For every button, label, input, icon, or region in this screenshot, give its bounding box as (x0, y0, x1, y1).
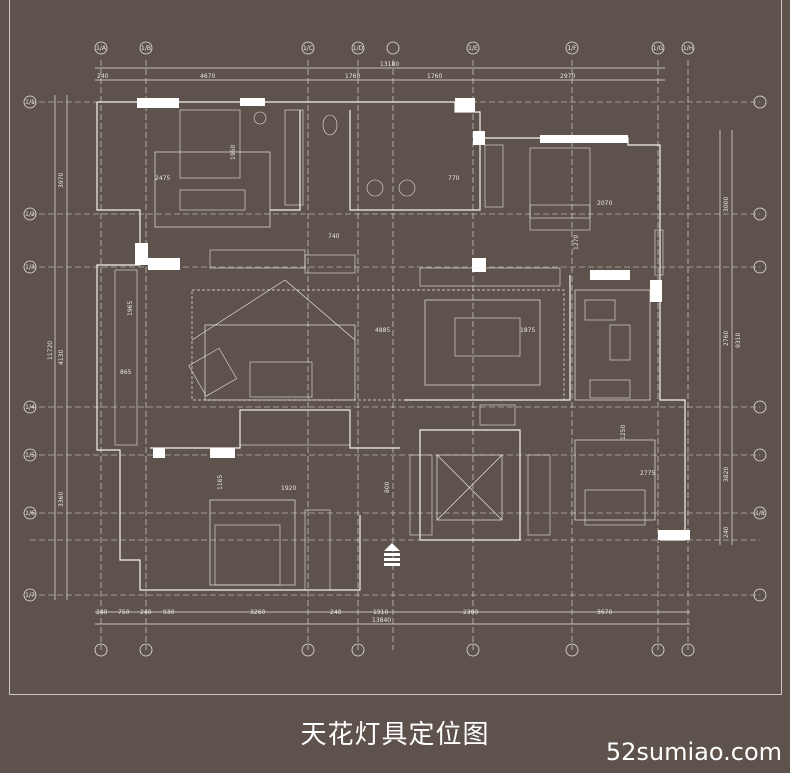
dim-room-3: 2070 (597, 200, 612, 207)
axis-side-5: 1/5 (25, 452, 35, 459)
axis-side-6: 1/6 (25, 510, 35, 517)
dim-room-6: 1875 (520, 327, 535, 334)
dim-left-2: 11720 (47, 341, 54, 360)
drawing-frame (9, 0, 782, 695)
solid-wall-blocks (135, 98, 690, 540)
dim-room-1: 2475 (155, 175, 170, 182)
dim-room-13: 1270 (573, 235, 580, 250)
axis-side-4: 1/4 (25, 404, 35, 411)
top-dimension-labels: 13180 240 4670 1760 1760 2970 (97, 61, 575, 80)
dim-room-9: 2775 (640, 470, 655, 477)
dim-bottom-1: 240 (96, 609, 108, 616)
dim-right-2: 9310 (735, 333, 742, 348)
dim-bottom-8: 2300 (463, 609, 478, 616)
dim-bottom-5: 3260 (250, 609, 265, 616)
axis-side-3: 1/3 (25, 264, 35, 271)
dim-top-4: 1760 (427, 73, 442, 80)
right-dimension-labels: 3000 9310 2760 3820 240 (723, 197, 742, 538)
dim-right-4: 3820 (723, 467, 730, 482)
dim-left-4: 1965 (127, 301, 134, 316)
dim-right-1: 3000 (723, 197, 730, 212)
axis-top-6: 1/F (567, 45, 577, 52)
axis-top-1: 1/A (96, 45, 107, 52)
axis-side-8: 1/8 (755, 510, 765, 517)
dim-bottom-4: 930 (163, 609, 175, 616)
axis-top-4: 1/D (353, 45, 364, 52)
walls (96, 101, 686, 591)
dim-bottom-total: 13840 (372, 617, 391, 624)
dim-top-2: 4670 (200, 73, 215, 80)
dim-room-2: 1950 (230, 145, 237, 160)
ceiling-outlines (154, 151, 656, 586)
axis-side-7: 1/7 (25, 592, 35, 599)
dim-bottom-7: 1910 (373, 609, 388, 616)
dim-bottom-9: 3670 (597, 609, 612, 616)
dim-room-11: 800 (384, 481, 391, 493)
drawing-title: 天花灯具定位图 (300, 720, 490, 750)
dim-left-5: 865 (120, 369, 132, 376)
watermark: 52sumiao.com (605, 738, 782, 766)
dim-right-3: 2760 (723, 331, 730, 346)
dim-right-5: 240 (723, 526, 730, 538)
left-dimension-labels: 3970 11720 4130 1965 865 3360 (47, 173, 134, 507)
dim-room-4: 740 (328, 233, 340, 240)
axis-label-text: 1/A 1/B 1/C 1/D 1/E 1/F 1/G 1/H 1/1 1/2 … (25, 45, 765, 599)
dim-top-total: 13180 (380, 61, 399, 68)
axis-bubbles (23, 41, 767, 657)
dim-top-5: 2970 (560, 73, 575, 80)
dim-room-5: 4885 (375, 327, 390, 334)
dim-top-1: 240 (97, 73, 109, 80)
dim-room-7: 1920 (281, 485, 296, 492)
floor-plan: 13180 240 4670 1760 1760 2970 13840 240 … (23, 41, 767, 657)
axis-top-5: 1/E (468, 45, 478, 52)
axis-side-1: 1/1 (25, 99, 35, 106)
dim-room-12: 770 (448, 175, 460, 182)
bottom-dimension-labels: 13840 240 750 240 930 3260 240 1910 2300… (96, 609, 612, 624)
dim-bottom-3: 240 (140, 609, 152, 616)
axis-top-3: 1/C (303, 45, 313, 52)
axis-top-8: 1/H (683, 45, 693, 52)
dim-left-1: 3970 (58, 173, 65, 188)
dimension-lines (54, 67, 733, 625)
furniture (114, 109, 664, 591)
room-dimension-labels: 2475 1950 2070 740 4885 1875 1920 1165 2… (155, 145, 655, 493)
dim-top-3: 1760 (345, 73, 360, 80)
dim-left-3: 4130 (58, 350, 65, 365)
dim-room-8: 1165 (217, 475, 224, 490)
axis-side-2: 1/2 (25, 211, 35, 218)
stair-symbol (384, 543, 400, 566)
dim-bottom-6: 240 (330, 609, 342, 616)
dim-left-6: 3360 (58, 492, 65, 507)
axis-top-2: 1/B (141, 45, 151, 52)
axis-top-7: 1/G (653, 45, 664, 52)
dim-bottom-2: 750 (118, 609, 130, 616)
dim-room-10: 1250 (620, 425, 627, 440)
